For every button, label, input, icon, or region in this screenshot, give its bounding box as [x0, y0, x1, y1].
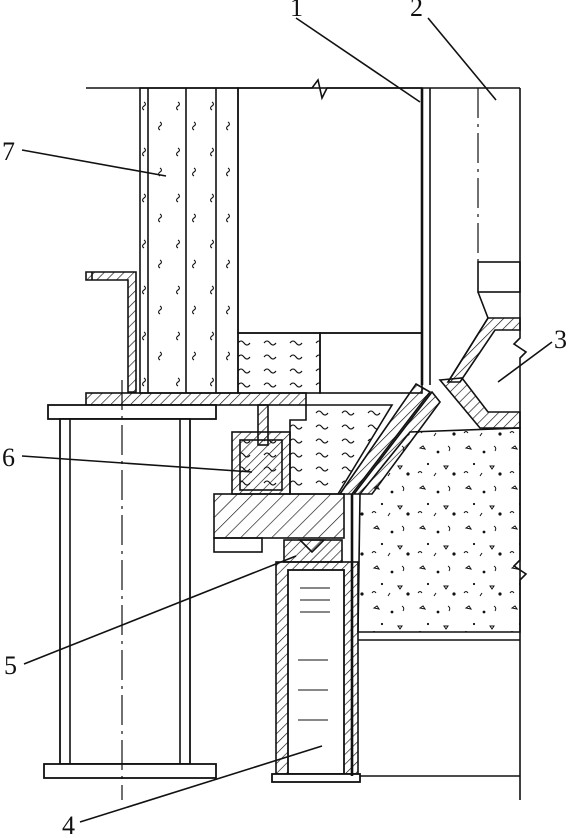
angle-bracket [85, 271, 137, 393]
column-cap-bottom [43, 763, 217, 779]
leader-line-7 [21, 149, 167, 177]
seal-5-wedge [298, 539, 326, 554]
leader-line-5 [23, 555, 297, 665]
insulated-wall-panel-outer [139, 87, 239, 394]
heavy-beam-lower-step [213, 537, 263, 553]
leader-line-2 [427, 17, 497, 101]
hopper-top-box [477, 261, 521, 293]
callout-label-3: 3 [554, 325, 567, 354]
wall-4-footing [271, 773, 361, 783]
insulation-block-side [319, 332, 423, 394]
box-6-inner [239, 439, 283, 491]
callout-label-5: 5 [4, 651, 17, 680]
vertical-wall-4-inner [287, 569, 345, 775]
column-cap-top [47, 404, 217, 420]
callout-label-4: 4 [62, 811, 75, 838]
interior-chamber [237, 87, 423, 334]
callout-label-1: 1 [290, 0, 303, 22]
heavy-beam [213, 493, 345, 539]
insulation-block-upper [237, 332, 321, 394]
support-plate [85, 392, 307, 406]
hopper-3-lower-lining [438, 377, 521, 429]
leader-line-3 [497, 341, 553, 383]
leader-line-1 [295, 17, 421, 103]
hopper-3-hatched-lining [446, 317, 521, 383]
callout-label-7: 7 [2, 137, 15, 166]
column-body [59, 418, 191, 765]
leader-line-6 [21, 455, 253, 473]
callout-label-6: 6 [2, 443, 15, 472]
leader-line-4 [79, 745, 323, 823]
callout-label-2: 2 [410, 0, 423, 22]
